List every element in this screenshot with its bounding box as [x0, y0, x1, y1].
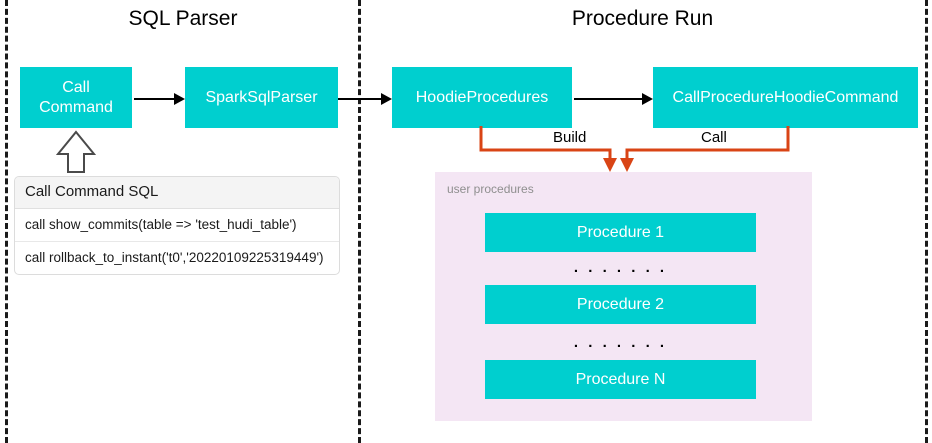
sql-table-header: Call Command SQL — [15, 177, 339, 209]
section-divider-left — [5, 0, 8, 443]
table-row: call rollback_to_instant('t0','202201092… — [25, 250, 324, 265]
call-command-sql-table: Call Command SQL call show_commits(table… — [14, 176, 340, 275]
node-hoodie-procedures[interactable]: HoodieProcedures — [392, 67, 572, 128]
edge-label-call: Call — [697, 129, 731, 147]
node-call-command[interactable]: Call Command — [20, 67, 132, 128]
arrow-shaft — [338, 98, 381, 100]
node-spark-sql-parser[interactable]: SparkSqlParser — [185, 67, 338, 128]
section-divider-right — [925, 0, 928, 443]
procedures-ellipsis: . . . . . . . — [573, 334, 668, 351]
section-divider-middle — [358, 0, 361, 443]
section-title-procedure-run: Procedure Run — [571, 7, 714, 30]
list-item[interactable]: Procedure 2 — [485, 285, 756, 324]
procedures-ellipsis: . . . . . . . — [573, 259, 668, 276]
node-call-procedure-hoodie-command[interactable]: CallProcedureHoodieCommand — [653, 67, 918, 128]
arrow-up-outline-icon — [56, 130, 96, 173]
arrow-head-icon — [174, 93, 185, 105]
arrow-head-icon — [642, 93, 653, 105]
edge-label-build: Build — [549, 129, 591, 147]
bracket-build-call-arrows — [479, 126, 790, 172]
user-procedures-panel: user procedures Procedure 1 . . . . . . … — [435, 172, 812, 421]
arrow-shaft — [574, 98, 642, 100]
user-procedures-label: user procedures — [447, 182, 534, 196]
arrow-head-icon — [381, 93, 392, 105]
section-title-sql-parser: SQL Parser — [128, 7, 238, 30]
table-row: call show_commits(table => 'test_hudi_ta… — [15, 209, 339, 242]
list-item[interactable]: Procedure 1 — [485, 213, 756, 252]
list-item[interactable]: Procedure N — [485, 360, 756, 399]
arrow-shaft — [134, 98, 174, 100]
